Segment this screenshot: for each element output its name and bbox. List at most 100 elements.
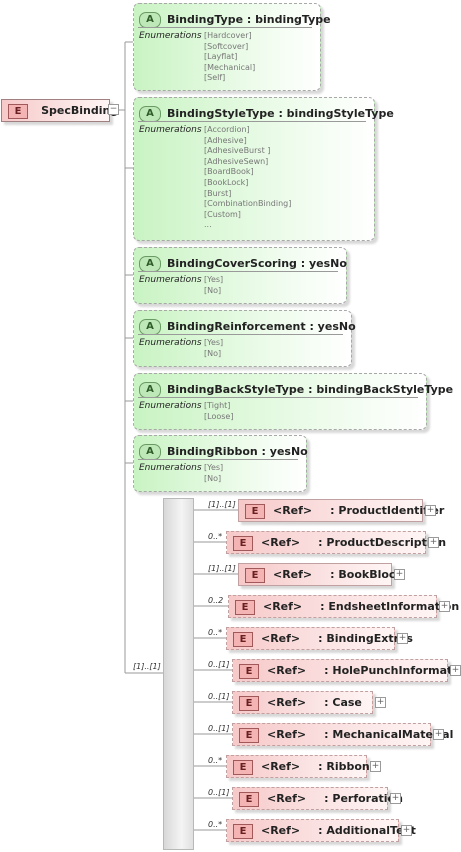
element-badge: E [233,824,253,839]
divider [138,459,298,460]
divider [138,334,343,335]
element-name: : Ribbon [318,760,370,773]
ref-label: <Ref> [267,696,307,709]
element-name: : AdditionalText [318,824,416,837]
enum-value: [CombinationBinding] [204,199,292,209]
enum-value: [BookLock] [204,177,249,187]
attribute-badge: A [139,381,161,398]
cardinality: 0..* [208,820,223,829]
ref-label: <Ref> [267,792,307,805]
enum-value: ... [204,220,212,230]
element-name: : Perforation [324,792,403,805]
enum-value: [No] [204,473,222,483]
sequence-compositor[interactable] [163,498,194,850]
element-badge: E [239,696,259,711]
element-name: : BookBlock [330,568,403,581]
enumerations-label: Enumerations [139,125,202,135]
expand-toggle[interactable]: + [439,601,450,612]
child-element-additional-text[interactable]: E <Ref> : AdditionalText [226,819,416,842]
expand-toggle[interactable]: + [397,633,408,644]
child-element-ribbon[interactable]: E<Ref>: Ribbon [226,755,370,778]
element-badge: E [239,792,259,807]
ref-label: <Ref> [261,632,301,645]
enum-value: [Accordion] [204,125,250,134]
child-element-perforation[interactable]: E <Ref> : Perforation [232,787,403,810]
expand-toggle[interactable]: + [428,537,439,548]
cardinality: 0..* [208,756,223,765]
enum-value: [AdhesiveSewn] [204,156,269,166]
expand-toggle[interactable]: + [450,665,461,676]
child-element-hole-punch-information[interactable]: E<Ref>: HolePunchInformation [232,659,461,682]
element-name: : HolePunchInformation [324,664,461,677]
expand-toggle[interactable]: + [370,761,381,772]
sequence-cardinality: [1]..[1] [133,662,161,671]
enumerations-label: Enumerations [139,31,202,41]
element-badge: E [233,536,253,551]
child-element-product-description[interactable]: E <Ref> : ProductDescription [226,531,446,554]
ref-label: <Ref> [261,536,301,549]
root-element-name: SpecBinding [41,104,119,117]
enum-value: [Layflat] [204,52,238,62]
attribute-badge: A [139,318,161,335]
expand-toggle[interactable]: + [390,793,401,804]
expand-toggle[interactable]: + [401,825,412,836]
child-element-mechanical-material[interactable]: E <Ref> : MechanicalMaterial [232,723,453,746]
expand-toggle[interactable]: + [433,729,444,740]
divider [138,397,418,398]
ref-label: <Ref> [267,728,307,741]
child-element-binding-extras[interactable]: E<Ref>: BindingExtras [226,627,413,650]
child-element-product-identifier[interactable]: E <Ref> : ProductIdentifier [238,499,444,522]
element-name: : EndsheetInformation [320,600,460,613]
collapse-toggle[interactable]: − [108,104,119,115]
cardinality: [1]..[1] [208,500,236,509]
expand-toggle[interactable]: + [394,569,405,580]
child-element-case[interactable]: E<Ref>: Case [232,691,373,714]
enumerations-label: Enumerations [139,338,202,348]
enum-value: [Burst] [204,188,232,198]
ref-label: <Ref> [261,824,301,837]
element-badge: E [8,104,28,119]
cardinality: 0..* [208,628,223,637]
enumeration-list: [Accordion] [Adhesive] [AdhesiveBurst ] … [204,125,291,231]
cardinality: 0..[1] [208,660,230,669]
enumerations-label: Enumerations [139,275,202,285]
child-element-endsheet-information[interactable]: E<Ref>: EndsheetInformation [228,595,459,618]
attribute-title: BindingRibbon : yesNo [167,445,308,458]
ref-label: <Ref> [273,504,313,517]
cardinality: 0..[1] [208,788,230,797]
element-badge: E [235,600,255,615]
divider [138,121,366,122]
element-name: : ProductIdentifier [330,504,445,517]
root-element[interactable]: E SpecBinding [1,99,118,122]
element-name: : MechanicalMaterial [324,728,454,741]
divider [138,271,338,272]
enumeration-list: [Yes] [No] [204,463,223,484]
enum-value: [Yes] [204,275,224,284]
element-badge: E [245,568,265,583]
ref-label: <Ref> [267,664,307,677]
attribute-binding-back-style-type[interactable]: A BindingBackStyleType : bindingBackStyle… [133,373,453,430]
enumerations-label: Enumerations [139,463,202,473]
enum-value: [Loose] [204,411,234,421]
attribute-badge: A [139,255,161,272]
enum-value: [No] [204,285,222,295]
enum-value: [No] [204,348,222,358]
expand-toggle[interactable]: + [425,505,436,516]
attribute-title: BindingBackStyleType : bindingBackStyleT… [167,383,454,396]
child-element-book-block[interactable]: E<Ref>: BookBlock [238,563,403,586]
enumeration-list: [Yes] [No] [204,338,223,359]
cardinality: 0..[1] [208,692,230,701]
element-name: : ProductDescription [318,536,447,549]
cardinality: 0..[1] [208,724,230,733]
element-badge: E [233,632,253,647]
attribute-title: BindingType : bindingType [167,13,331,26]
element-badge: E [245,504,265,519]
element-badge: E [239,728,259,743]
expand-toggle[interactable]: + [375,697,386,708]
attribute-badge: A [139,11,161,28]
